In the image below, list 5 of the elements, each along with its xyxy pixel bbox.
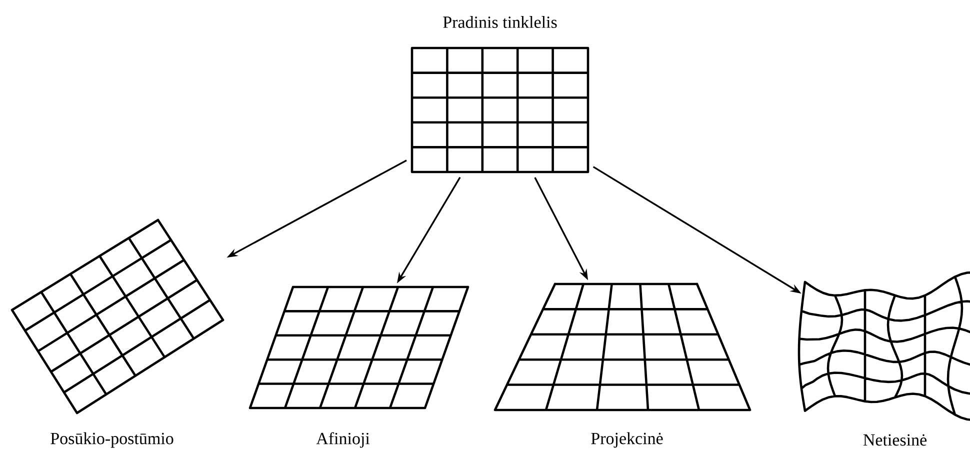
grid-label: Afinioji	[316, 432, 370, 448]
grid-label: Projekcinė	[591, 432, 663, 448]
grid-label: Pradinis tinklelis	[443, 16, 557, 28]
grid-label: Posūkio-postūmio	[50, 432, 174, 448]
grid-label: Netiesinė	[863, 434, 927, 446]
